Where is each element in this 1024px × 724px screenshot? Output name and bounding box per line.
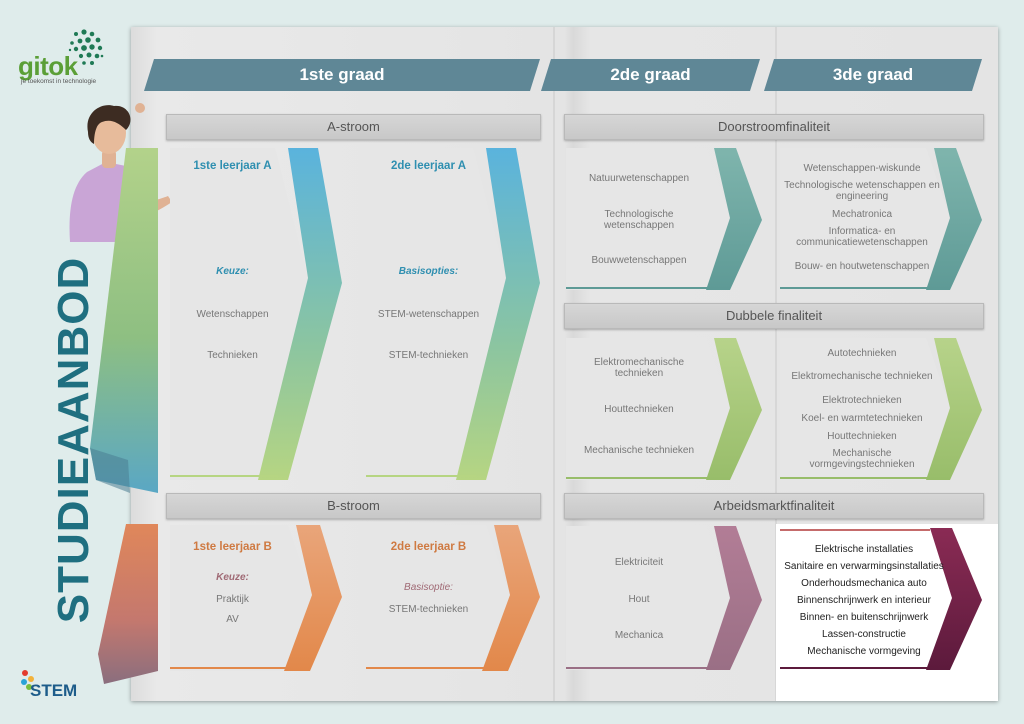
chevron-arbeidsmarkt-3de-graad <box>780 528 982 670</box>
list-item: Elektriciteit <box>614 556 664 568</box>
page-fold <box>553 27 555 701</box>
list-item: Elektrotechnieken <box>822 394 902 406</box>
label-keuze-b: Keuze: <box>216 572 249 583</box>
list-item: Mechanische technieken <box>583 444 695 456</box>
gitok-logo: gitok <box>18 51 78 81</box>
gitok-tagline: je toekomst in technologie <box>21 78 97 85</box>
list-item: Onderhoudsmechanica auto <box>801 577 927 589</box>
list-item: Binnen- en buitenschrijnwerk <box>799 611 929 623</box>
list-item: Houttechnieken <box>827 430 897 442</box>
list-item: Bouw- en houtwetenschappen <box>794 260 930 272</box>
list-item: Hout <box>628 593 650 605</box>
section-header-b-stroom: B-stroom <box>166 493 541 519</box>
list-item: Elektromechanische technieken <box>791 370 933 382</box>
list-item: Autotechnieken <box>827 347 897 359</box>
column-title-2de-leerjaar-b: 2de leerjaar B <box>390 541 467 553</box>
list-item: Informatica- en communicatiewetenschappe… <box>796 226 928 248</box>
column-title-2de-leerjaar-a: 2de leerjaar A <box>390 160 466 172</box>
label-basisopties: Basisopties: <box>398 266 459 277</box>
list-item: Mechanische vormgeving <box>807 645 921 657</box>
chevron-2de-leerjaar-a <box>366 148 540 480</box>
list-item: Elektrische installaties <box>814 543 914 555</box>
section-header-a-stroom: A-stroom <box>166 114 541 140</box>
grade-banner-1: 1ste graad <box>299 65 385 84</box>
grade-banner-shape <box>764 59 982 91</box>
section-header-dubbele: Dubbele finaliteit <box>564 303 984 329</box>
chevron-2de-leerjaar-b <box>366 525 540 671</box>
list-item: STEM-technieken <box>388 603 469 615</box>
chevron-dubbele-3de-graad <box>780 338 982 480</box>
column-title-1ste-leerjaar-b: 1ste leerjaar B <box>193 541 272 553</box>
chevron-arbeidsmarkt-2de-graad <box>566 526 762 670</box>
page-fold <box>775 27 777 701</box>
a-stroom-side-ribbon <box>90 148 158 493</box>
chevron-1ste-leerjaar-a <box>170 148 342 480</box>
section-header-arbeidsmarkt: Arbeidsmarktfinaliteit <box>564 493 984 519</box>
chevron-1ste-leerjaar-b <box>170 525 342 671</box>
grade-banner-shape <box>541 59 760 91</box>
list-item: Technologische wetenschappen <box>603 209 675 231</box>
grade-banner-shape <box>144 59 540 91</box>
list-item: Mechanische vormgevingstechnieken <box>809 448 915 470</box>
list-item: Sanitaire en verwarmingsinstallaties <box>784 560 944 572</box>
chevron-doorstroom-3de-graad <box>780 148 982 290</box>
stem-logo: STEM <box>30 681 78 700</box>
list-item: Natuurwetenschappen <box>588 172 690 184</box>
chevron-dubbele-2de-graad <box>566 338 762 480</box>
column-title-1ste-leerjaar-a: 1ste leerjaar A <box>193 160 272 172</box>
gitok-logo-dots-icon <box>68 29 104 65</box>
list-item: Elektromechanische technieken <box>593 357 685 379</box>
list-item: Praktijk <box>216 593 249 605</box>
list-item: STEM-wetenschappen <box>377 308 480 320</box>
grade-banner-2: 2de graad <box>610 65 691 84</box>
list-item: Binnenschrijnwerk en interieur <box>797 594 931 606</box>
list-item: Lassen-constructie <box>822 628 906 640</box>
label-basisoptie: Basisoptie: <box>404 582 453 593</box>
list-item: STEM-technieken <box>388 349 469 361</box>
list-item: Mechanica <box>614 629 664 641</box>
list-item: Mechatronica <box>831 208 893 220</box>
list-item: Wetenschappen <box>196 308 269 320</box>
label-keuze-a: Keuze: <box>216 266 249 277</box>
chevron-doorstroom-2de-graad <box>566 148 762 290</box>
list-item: Wetenschappen-wiskunde <box>803 162 921 174</box>
grade-banner-3: 3de graad <box>832 65 914 84</box>
list-item: Houttechnieken <box>604 403 674 415</box>
b-stroom-side-ribbon <box>98 524 158 684</box>
section-header-doorstroom: Doorstroomfinaliteit <box>564 114 984 140</box>
list-item: AV <box>226 613 239 625</box>
list-item: Bouwwetenschappen <box>591 254 687 266</box>
list-item: Technieken <box>207 349 258 361</box>
stem-logo-icon <box>21 670 34 690</box>
list-item: Koel- en warmtetechnieken <box>801 412 923 424</box>
list-item: Technologische wetenschappen en engineer… <box>784 180 940 202</box>
